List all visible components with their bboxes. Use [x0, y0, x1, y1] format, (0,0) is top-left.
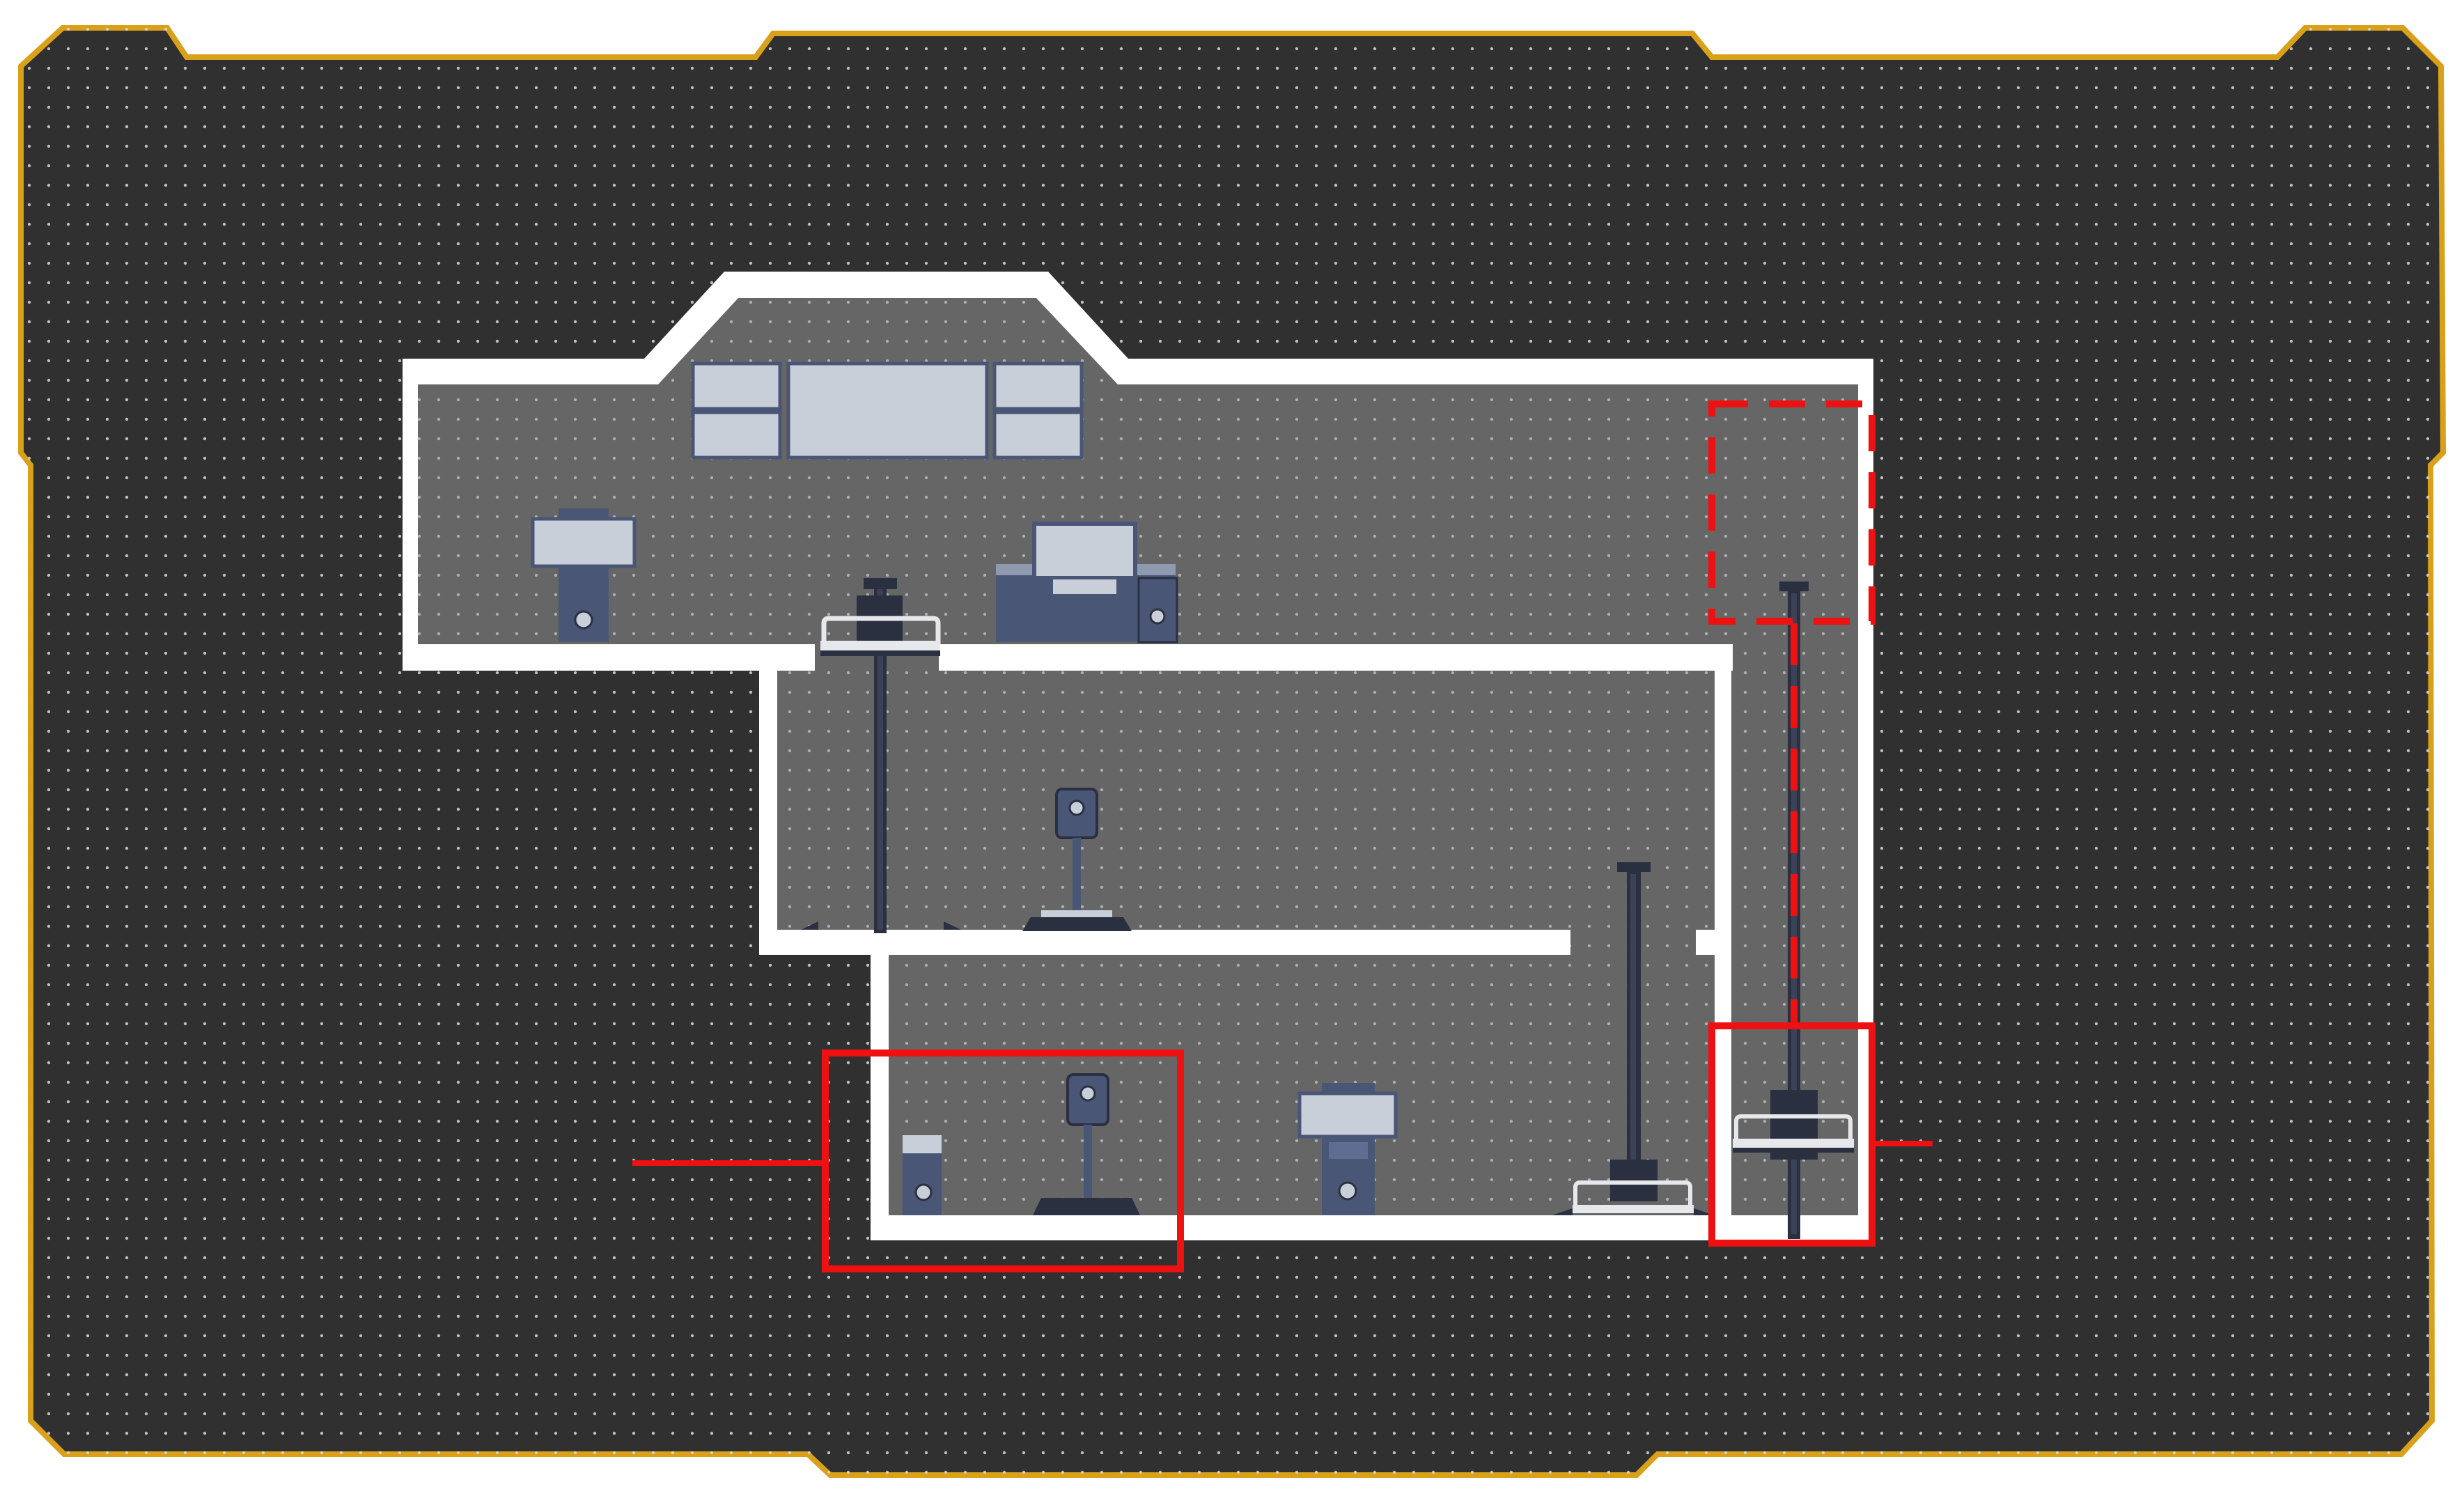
elevator-pole-icon	[874, 578, 887, 933]
computer-desk-icon	[996, 522, 1178, 644]
middle-room-dots	[773, 658, 1720, 944]
lower-room-dots	[881, 944, 1720, 1229]
highlight-box-elevator-top	[1708, 400, 1876, 625]
lower-room-left-wall	[871, 944, 889, 1240]
top-room-screens	[691, 361, 1084, 460]
walls	[403, 272, 1873, 1243]
camera-sensor-icon	[1033, 1073, 1140, 1215]
screen-icon	[786, 361, 989, 460]
highlight-box-elevator-bottom	[1708, 1022, 1876, 1247]
highlight-box-lower-left	[822, 1050, 1184, 1272]
top-room-floor-wall-left	[403, 644, 815, 671]
middle-room-left-wall	[759, 658, 777, 954]
computer-tower-icon	[1297, 1083, 1398, 1215]
elevator-base-icon	[801, 921, 961, 930]
middle-room-floor-wall-right	[1696, 930, 1724, 955]
top-room-right-wall	[1858, 359, 1873, 1243]
screen-icon	[691, 361, 782, 411]
lower-room-floor-wall	[871, 1215, 1873, 1240]
elevator-pole-icon	[1617, 862, 1651, 1164]
middle-room-floor-wall-left	[759, 930, 1570, 955]
elevator-platform-icon	[820, 578, 941, 656]
top-room-roof-wall	[403, 272, 1873, 648]
highlight-markers	[632, 400, 1933, 1272]
computer-tower-icon	[531, 508, 637, 642]
elevator-platform-icon	[1733, 1090, 1854, 1160]
computer-tower-icon	[903, 1135, 942, 1215]
top-room-floor-wall-right	[939, 644, 1733, 671]
camera-sensor-icon	[1022, 788, 1132, 931]
screen-icon	[992, 410, 1084, 460]
screen-icon	[691, 410, 782, 460]
screen-icon	[992, 361, 1084, 411]
